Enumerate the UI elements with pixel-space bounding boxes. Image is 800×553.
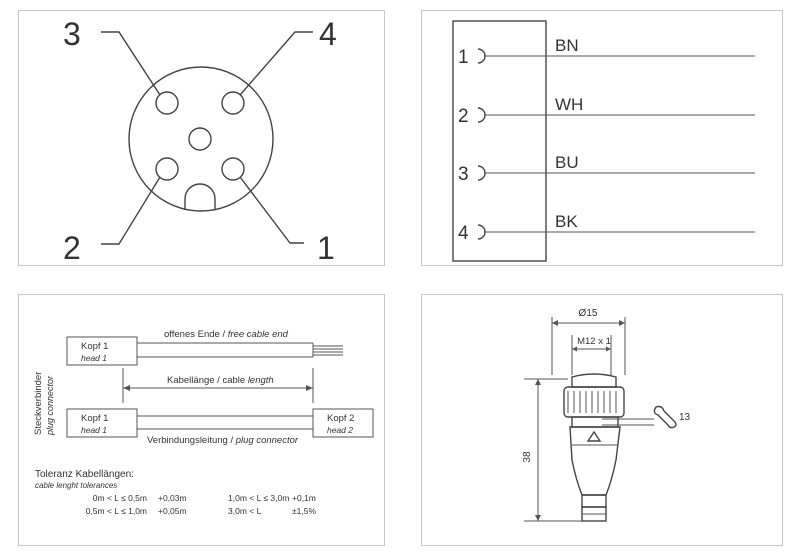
height-label: 38 bbox=[522, 451, 533, 463]
head-1-label: Kopf 1 bbox=[81, 341, 108, 352]
tolerance-value-1: +0,03m bbox=[158, 493, 187, 503]
head-1-box bbox=[66, 336, 138, 366]
leader-4 bbox=[239, 31, 313, 96]
pin-5-socket bbox=[188, 127, 212, 151]
arrow bbox=[535, 515, 541, 521]
wire-pin-4: 4 bbox=[458, 223, 469, 244]
pin-4-socket bbox=[221, 91, 245, 115]
head-2-box bbox=[312, 408, 374, 438]
pinout-diagram: 3 4 2 1 bbox=[63, 16, 337, 266]
wiring-diagram: 1 BN 2 WH 3 BU 4 BK bbox=[452, 20, 755, 262]
triangle-mark-icon bbox=[586, 430, 602, 442]
wire-pin-2: 2 bbox=[458, 106, 469, 127]
dimensions-panel: Ø15 M12 x 1 bbox=[421, 294, 783, 546]
wire-color-2: WH bbox=[555, 95, 583, 114]
arrow-right bbox=[306, 385, 313, 391]
cable-panel: Steckverbinder plug connector Kopf 1 hea… bbox=[18, 294, 385, 546]
tolerance-title: Toleranz Kabellängen: bbox=[35, 469, 134, 480]
coding-key bbox=[184, 183, 216, 210]
contact-icon bbox=[477, 224, 486, 240]
contact-icon bbox=[477, 107, 486, 123]
connector-face bbox=[128, 66, 274, 212]
thread-label: M12 x 1 bbox=[577, 336, 611, 347]
side-label-en: plug connector bbox=[45, 375, 55, 436]
tolerance-range-3: 1,0m < L ≤ 3,0m bbox=[228, 493, 289, 503]
head-1-label-lower: Kopf 1 bbox=[81, 413, 108, 424]
pin-label-4: 4 bbox=[319, 16, 337, 52]
wiring-panel: 1 BN 2 WH 3 BU 4 BK bbox=[421, 10, 783, 266]
arrow bbox=[572, 346, 577, 352]
tolerance-value-2: +0,05m bbox=[158, 506, 187, 516]
tolerance-range-2: 0,5m < L ≤ 1,0m bbox=[86, 506, 147, 516]
dimension-drawing: Ø15 M12 x 1 bbox=[522, 308, 691, 522]
arrow bbox=[619, 320, 625, 326]
pinout-panel: 3 4 2 1 bbox=[18, 10, 385, 266]
length-label: Kabellänge / cable length bbox=[167, 375, 274, 386]
arrow bbox=[552, 320, 558, 326]
head-1-label-en: head 1 bbox=[81, 353, 107, 363]
arrow-left bbox=[123, 385, 130, 391]
free-end-label: offenes Ende / free cable end bbox=[164, 329, 289, 340]
wire-color-1: BN bbox=[555, 36, 579, 55]
leader-1 bbox=[239, 176, 304, 244]
wire-pin-3: 3 bbox=[458, 164, 469, 185]
arrow bbox=[535, 379, 541, 385]
pin-label-1: 1 bbox=[317, 230, 335, 266]
connector-body bbox=[452, 20, 547, 262]
wire-color-4: BK bbox=[555, 212, 578, 231]
cable-diagram: Steckverbinder plug connector Kopf 1 hea… bbox=[33, 329, 374, 516]
wrench-icon bbox=[653, 405, 677, 429]
wrench-size-label: 13 bbox=[679, 412, 691, 423]
tolerance-range-1: 0m < L ≤ 0,5m bbox=[93, 493, 147, 503]
pin-1-socket bbox=[221, 157, 245, 181]
contact-icon bbox=[477, 48, 486, 64]
head-1-box-lower bbox=[66, 408, 138, 438]
pin-3-socket bbox=[155, 91, 179, 115]
diameter-label: Ø15 bbox=[579, 308, 598, 319]
leader-3 bbox=[101, 31, 161, 96]
wire-color-3: BU bbox=[555, 153, 579, 172]
stripped-wires bbox=[312, 343, 343, 357]
tolerance-title-en: cable lenght tolerances bbox=[35, 481, 117, 490]
arrow bbox=[606, 346, 611, 352]
connection-label: Verbindungsleitung / plug connector bbox=[147, 435, 299, 446]
head-2-label: Kopf 2 bbox=[327, 413, 354, 424]
contact-icon bbox=[477, 165, 486, 181]
tolerance-value-3: +0,1m bbox=[292, 493, 316, 503]
head-1-label-lower-en: head 1 bbox=[81, 425, 107, 435]
pin-2-socket bbox=[155, 157, 179, 181]
leader-2 bbox=[101, 176, 161, 245]
pin-label-2: 2 bbox=[63, 230, 81, 266]
pin-label-3: 3 bbox=[63, 16, 81, 52]
connector-body-drawing bbox=[563, 373, 625, 522]
head-2-label-en: head 2 bbox=[327, 425, 353, 435]
side-label: Steckverbinder bbox=[33, 372, 44, 435]
tolerance-value-4: ±1,5% bbox=[292, 506, 316, 516]
tolerance-range-4: 3,0m < L bbox=[228, 506, 262, 516]
wire-pin-1: 1 bbox=[458, 47, 469, 68]
